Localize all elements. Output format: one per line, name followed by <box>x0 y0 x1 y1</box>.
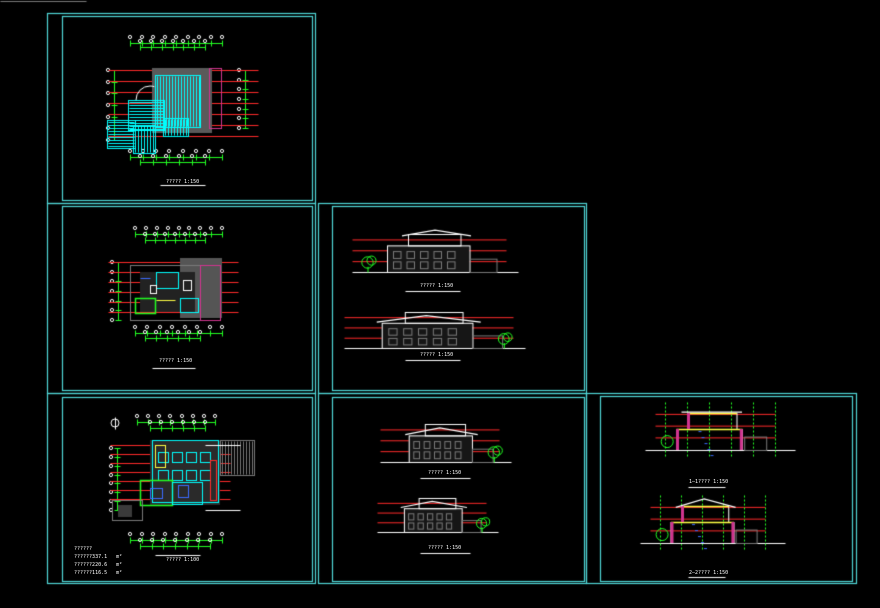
elevation-2-title: ????? 1:150 <box>420 352 454 358</box>
elevation-4-title: ????? 1:150 <box>428 545 462 551</box>
section-2-title: 2—2???? 1:150 <box>689 570 729 576</box>
area-table-row-1: ?????? <box>74 546 93 552</box>
area-table-row-3: ??????220.6 m² <box>74 562 123 568</box>
ground-floor-plan-title: ????? 1:100 <box>166 557 200 563</box>
area-table-row-4: ??????116.5 m² <box>74 570 123 576</box>
upper-floor-plan-title: ????? 1:150 <box>159 358 193 364</box>
area-table-row-2: ??????337.1 m² <box>74 554 123 560</box>
roof-plan-title: ????? 1:150 <box>166 179 200 185</box>
section-1-title: 1—1???? 1:150 <box>689 479 729 485</box>
elevation-1-title: ????? 1:150 <box>420 283 454 289</box>
elevation-3-title: ????? 1:150 <box>428 470 462 476</box>
